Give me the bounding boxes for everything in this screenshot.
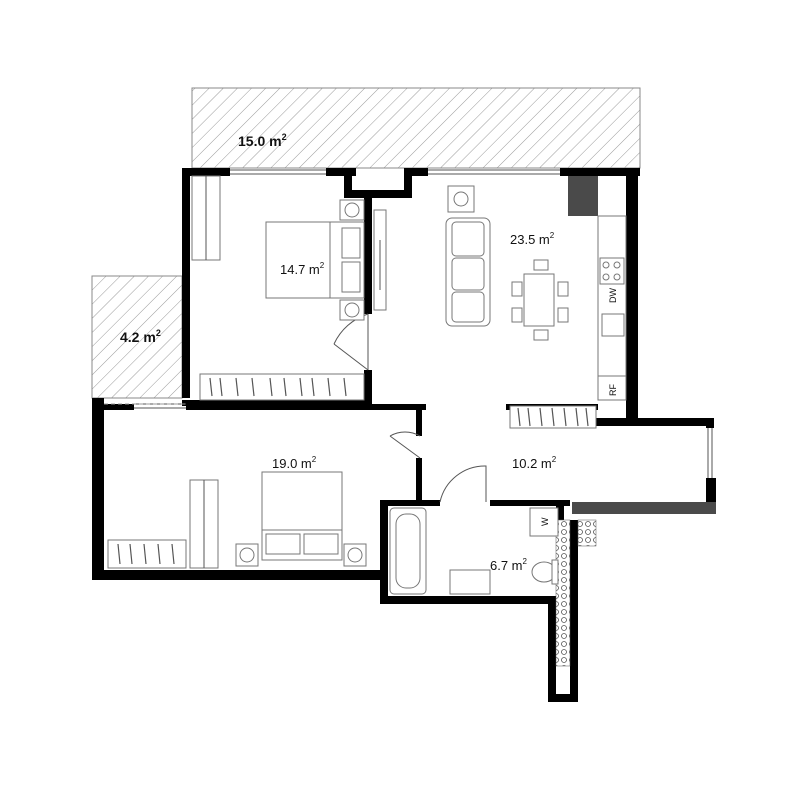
room-labels: 15.0 m2 4.2 m2 14.7 m2 23.5 m2 19.0 m2 1…	[120, 132, 557, 573]
bathroom-fixtures	[389, 507, 559, 595]
area-bedroom-1: 14.7 m2	[280, 261, 325, 277]
area-terrace-top: 15.0 m2	[238, 132, 287, 149]
walls	[92, 168, 716, 702]
appliance-labels: DW RF W	[540, 288, 618, 526]
area-bedroom-2: 19.0 m2	[272, 455, 317, 471]
living-furniture	[373, 185, 627, 429]
area-living-kitchen: 23.5 m2	[510, 231, 555, 247]
terrace-top	[191, 87, 641, 169]
area-balcony-left: 4.2 m2	[120, 328, 161, 345]
bedroom-2-furniture	[107, 471, 367, 569]
bedroom-1-furniture	[191, 175, 365, 401]
area-bathroom: 6.7 m2	[490, 557, 528, 573]
area-hall: 10.2 m2	[512, 455, 557, 471]
dishwasher-label: DW	[608, 288, 618, 303]
fridge-label: RF	[608, 384, 618, 396]
washer-label: W	[540, 517, 550, 526]
doors	[104, 313, 487, 503]
